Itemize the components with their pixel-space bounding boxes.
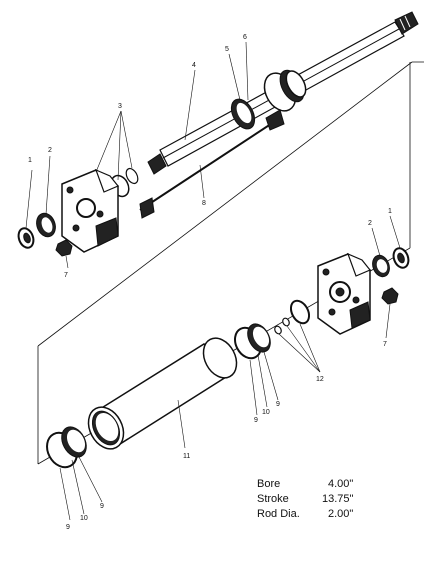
tie-rod <box>139 109 285 219</box>
callout-9-left-b: 9 <box>100 503 104 510</box>
callout-11: 11 <box>183 453 190 460</box>
callout-9-right-b: 9 <box>276 401 280 408</box>
spec-stroke-label: Stroke <box>257 493 289 505</box>
upper-assembly: 1 2 3 4 5 6 8 7 <box>17 11 424 347</box>
lower-assembly: 2 1 7 12 9 10 9 11 9 10 9 <box>37 62 411 531</box>
callout-2-lower: 2 <box>368 220 372 227</box>
barrel-tube <box>87 337 238 450</box>
callout-3: 3 <box>118 103 122 110</box>
spec-table: Bore 4.00" Stroke 13.75" Rod Dia. 2.00" <box>257 478 354 520</box>
tie-rod-nut-upper <box>55 239 73 257</box>
callout-10-left: 10 <box>80 515 88 522</box>
callout-7-upper: 7 <box>64 272 68 279</box>
callout-1-lower: 1 <box>388 208 392 215</box>
rod-end-head <box>61 168 119 253</box>
rod-wiper <box>17 227 35 249</box>
callout-12: 12 <box>316 376 324 383</box>
callout-5: 5 <box>225 46 229 53</box>
callout-8: 8 <box>202 200 206 207</box>
rod-seal <box>36 212 56 238</box>
cap-wiper <box>392 247 410 269</box>
rod-piston-thread <box>147 153 167 175</box>
spec-bore-label: Bore <box>257 478 280 490</box>
piston <box>263 69 307 112</box>
cap-small-rings <box>274 299 311 335</box>
callout-2-upper: 2 <box>48 147 52 154</box>
barrel-seals-left <box>46 426 87 469</box>
callout-4: 4 <box>192 62 196 69</box>
tie-rod-nut-lower <box>381 287 399 305</box>
cap-seal <box>372 254 390 278</box>
callout-1-upper: 1 <box>28 157 32 164</box>
spec-rod-value: 2.00" <box>328 508 353 520</box>
callout-7-lower: 7 <box>383 341 387 348</box>
upper-leaders <box>25 41 249 269</box>
callout-6: 6 <box>243 34 247 41</box>
spec-rod-label: Rod Dia. <box>257 508 300 520</box>
rod-thread-end <box>394 11 419 35</box>
callout-9-right-a: 9 <box>254 417 258 424</box>
spec-stroke-value: 13.75" <box>322 493 354 505</box>
upper-guide-line <box>37 61 424 347</box>
cap-end-head <box>317 252 371 335</box>
barrel-seals-right <box>234 323 271 360</box>
callout-10-right: 10 <box>262 409 270 416</box>
piston-seal-ring <box>230 98 256 130</box>
spec-bore-value: 4.00" <box>328 478 353 490</box>
callout-9-left-a: 9 <box>66 524 70 531</box>
lower-leaders <box>59 215 401 521</box>
